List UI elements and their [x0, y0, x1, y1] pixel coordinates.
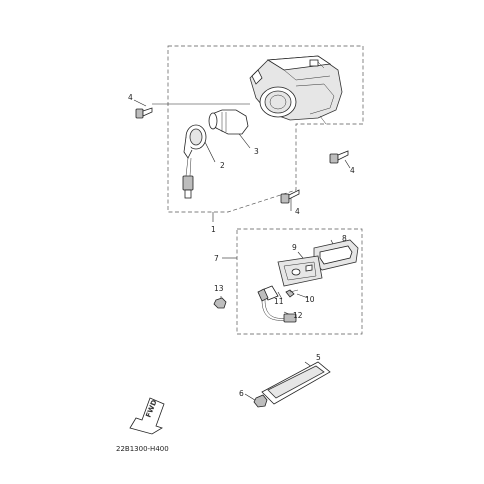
- license-socket-cord: [257, 285, 297, 323]
- assembly-boundary-1: [167, 45, 364, 213]
- callout-5: 5: [316, 353, 321, 362]
- callout-12: 12: [293, 311, 303, 320]
- tail-lamp-housing: [249, 55, 343, 125]
- callout-7: 7: [214, 254, 219, 263]
- callout-4c: 4: [295, 207, 300, 216]
- callout-4b: 4: [350, 166, 355, 175]
- callout-10: 10: [305, 295, 315, 304]
- drawing-code: 22B1300-H400: [116, 445, 169, 453]
- screw-4b: [329, 150, 349, 164]
- callout-2: 2: [220, 161, 225, 170]
- callout-13: 13: [214, 284, 224, 293]
- callout-3: 3: [254, 147, 259, 156]
- callout-6: 6: [239, 389, 244, 398]
- reflector: [261, 361, 331, 405]
- screw-4c: [280, 189, 300, 204]
- callout-4a: 4: [128, 93, 133, 102]
- screw-10: [285, 289, 299, 298]
- callout-8: 8: [342, 234, 347, 243]
- callout-11: 11: [274, 297, 284, 306]
- assembly-boundary-7: [236, 228, 363, 335]
- nut-6: [253, 394, 268, 408]
- screw-4a: [135, 107, 153, 119]
- callout-9: 9: [292, 243, 297, 252]
- license-lens: [313, 239, 359, 271]
- bulb: [208, 109, 249, 135]
- callout-1: 1: [211, 225, 216, 234]
- license-light-housing: [277, 255, 323, 287]
- bulb-socket: [182, 124, 207, 199]
- nut-13: [213, 297, 227, 309]
- fwd-arrow-icon: [129, 397, 165, 435]
